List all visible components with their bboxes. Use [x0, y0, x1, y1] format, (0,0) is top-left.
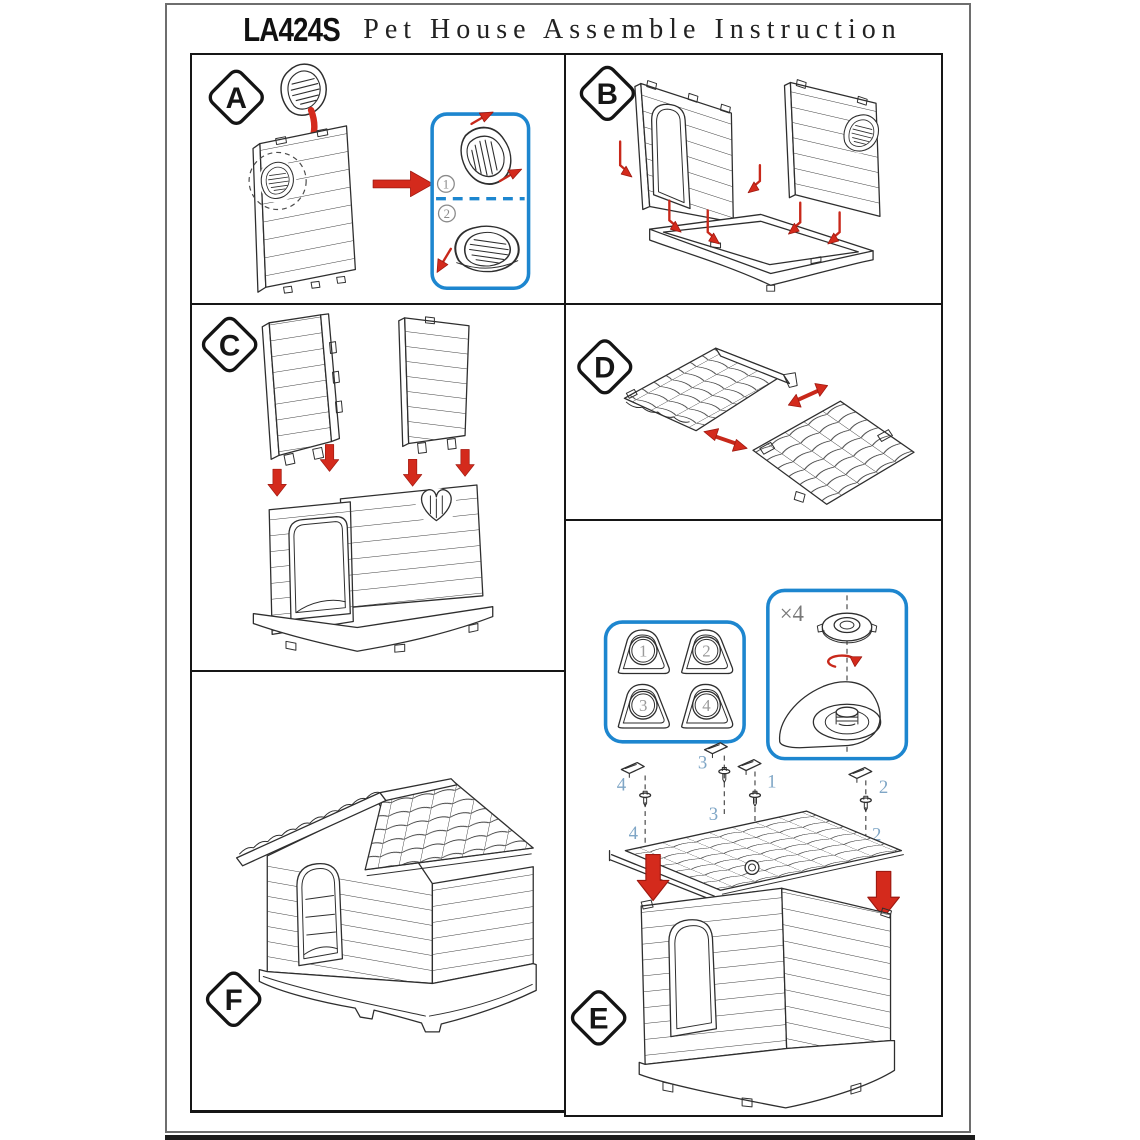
step-badge-e: E — [567, 986, 630, 1049]
screw-number: 4 — [629, 823, 639, 844]
assembly-arrows — [618, 140, 841, 245]
roof-half-right-drawing — [752, 400, 915, 505]
side-panel-right-drawing — [398, 316, 470, 454]
step-badge-c: C — [198, 313, 261, 376]
lock-nut-callout: ×4 — [766, 588, 909, 761]
roof-corner-foot-drawing — [779, 681, 882, 749]
badge-letter: A — [226, 82, 247, 115]
step-badge-f: F — [202, 968, 265, 1031]
callout-step-number: 2 — [444, 207, 450, 221]
badge-letter: C — [219, 329, 240, 362]
panel-step-e: E 1 2 3 4 ×4 — [564, 519, 943, 1117]
screw-number: 3 — [698, 753, 707, 774]
badge-letter: F — [225, 984, 243, 1017]
roof-assembly-drawing — [608, 810, 904, 901]
finished-house-drawing — [235, 778, 537, 1033]
model-number: LA424S — [243, 11, 341, 48]
base-drawing — [258, 963, 537, 1033]
panel-step-d: D — [564, 303, 943, 521]
step-badge-d: D — [573, 336, 636, 398]
back-wall-drawing — [248, 125, 357, 294]
foot-parts-callout: 1 2 3 4 — [603, 620, 746, 744]
page-title: LA424S Pet House Assemble Instruction — [165, 8, 971, 52]
screw-number: 1 — [767, 771, 776, 792]
panel-step-c: C — [190, 303, 566, 672]
detail-callout: 1 2 — [430, 111, 531, 291]
screw-number: 3 — [709, 804, 718, 825]
foot-number: 4 — [702, 696, 711, 715]
foot-number: 1 — [639, 642, 647, 661]
callout-step2-drawing — [436, 220, 523, 278]
front-wall-drawing — [634, 80, 734, 223]
base-drawing — [252, 606, 494, 653]
badge-letter: B — [597, 78, 618, 111]
title-text: Pet House Assemble Instruction — [363, 14, 902, 45]
roof-drawing — [235, 778, 534, 877]
callout-step1-drawing — [455, 111, 523, 190]
screw-number: 2 — [879, 777, 888, 798]
badge-letter: D — [594, 352, 615, 385]
panel-finished-product: F — [190, 670, 566, 1113]
screw-number: 2 — [872, 825, 881, 846]
wing-nut-drawing — [816, 612, 878, 644]
multiplier-label: ×4 — [780, 601, 805, 626]
base-tray-drawing — [649, 213, 874, 292]
screw-number: 4 — [617, 774, 627, 795]
back-wall-drawing — [783, 79, 883, 218]
side-panel-left-drawing — [261, 313, 343, 466]
step-badge-a: A — [205, 66, 268, 129]
panel-step-b: B — [564, 53, 943, 305]
sheet-footer-bar — [165, 1135, 975, 1140]
vent-part-drawing — [274, 59, 333, 121]
badge-letter: E — [589, 1003, 609, 1036]
step-badge-b: B — [576, 62, 639, 125]
house-body-drawing — [638, 887, 896, 1109]
foot-number: 2 — [702, 642, 710, 661]
foot-number: 3 — [639, 696, 647, 715]
rotate-arrow-icon — [827, 654, 863, 668]
partial-assembly-drawing — [252, 484, 494, 653]
roof-half-left-drawing — [623, 347, 798, 432]
join-arrows — [703, 383, 829, 452]
panel-step-a: A — [190, 53, 566, 305]
highlight-circle — [248, 151, 307, 211]
callout-step-number: 1 — [443, 177, 449, 191]
right-arrow-icon — [372, 170, 434, 198]
